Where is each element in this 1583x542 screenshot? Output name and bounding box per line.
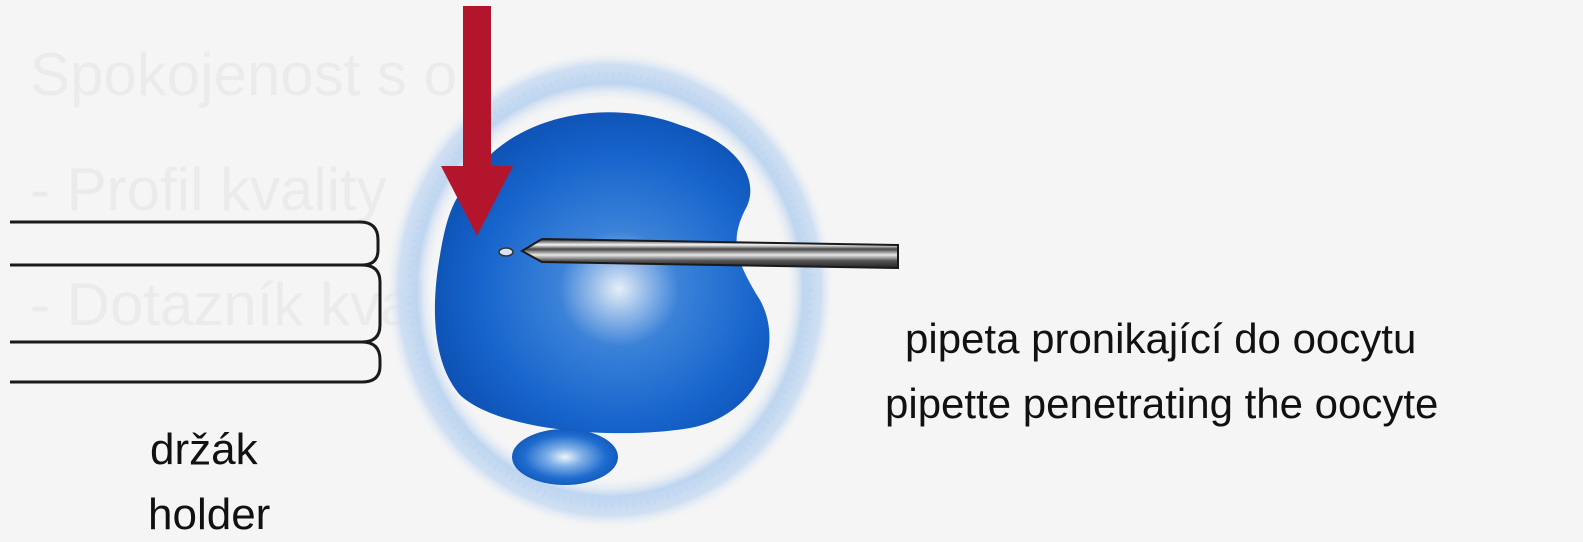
pipette-label-czech: pipeta pronikající do oocytu [905,318,1416,360]
holder-pipette [10,222,380,382]
holder-label-czech: držák [150,428,258,472]
holder-label-english: holder [148,493,270,537]
pipette-label-english: pipette penetrating the oocyte [885,383,1438,425]
polar-body [512,429,618,485]
